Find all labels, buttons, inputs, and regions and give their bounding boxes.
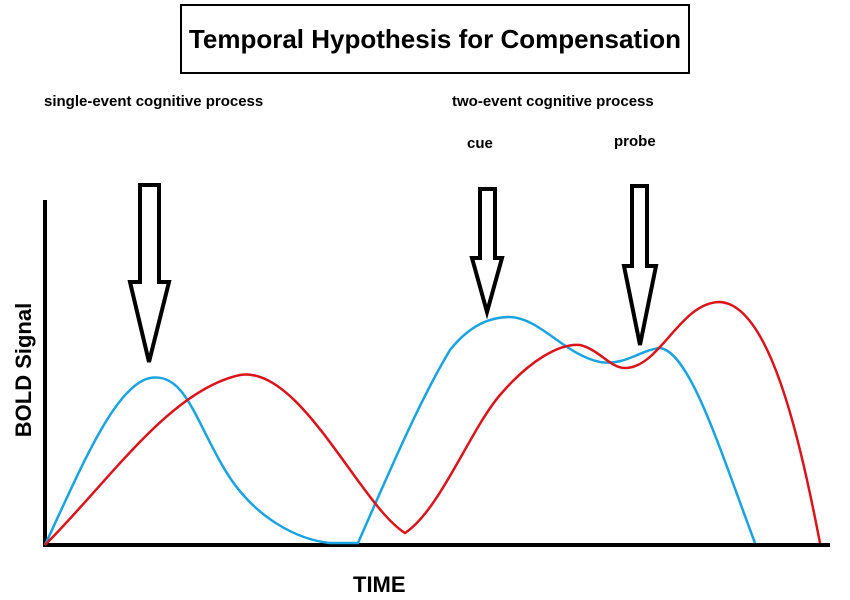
title-box: Temporal Hypothesis for Compensation xyxy=(180,4,690,74)
x-axis-label: TIME xyxy=(353,572,406,597)
probe-arrow xyxy=(621,184,659,346)
red-curve xyxy=(44,300,822,546)
probe-label: probe xyxy=(614,133,656,150)
cue-label: cue xyxy=(467,135,493,152)
two-event-label: two-event cognitive process xyxy=(452,93,654,110)
diagram-title: Temporal Hypothesis for Compensation xyxy=(188,23,682,54)
single-event-arrow xyxy=(127,183,172,363)
cue-arrow xyxy=(469,187,505,320)
single-event-label: single-event cognitive process xyxy=(44,93,264,110)
